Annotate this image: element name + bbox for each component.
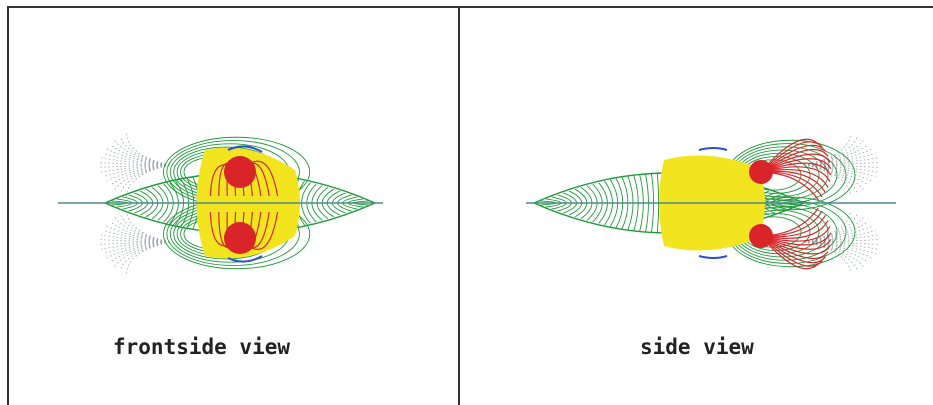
gray-field-line	[101, 235, 170, 242]
caption-side-view: side view	[640, 335, 754, 359]
gray-field-line	[110, 165, 170, 186]
gray-field-line	[106, 226, 170, 242]
blue-accent	[699, 148, 727, 150]
gray-field-line	[110, 242, 170, 263]
gray-field-line	[100, 240, 170, 242]
gray-field-line	[106, 165, 170, 181]
gray-field-line	[101, 158, 170, 165]
gray-field-line	[106, 149, 170, 165]
gray-field-line	[100, 242, 170, 244]
gray-field-line	[110, 221, 170, 242]
blue-accent	[699, 256, 727, 258]
gray-field-line	[101, 242, 170, 249]
gray-field-line	[100, 163, 170, 165]
gray-field-line	[110, 144, 170, 165]
gray-field-line	[100, 165, 170, 167]
panel-side: side view	[459, 0, 933, 405]
gray-field-line	[106, 242, 170, 258]
gray-field-line	[101, 165, 170, 172]
gray-field-line	[804, 165, 872, 181]
gray-field-line	[804, 140, 863, 165]
caption-frontside-view: frontside view	[113, 335, 290, 359]
panel-frontside: frontside view	[0, 0, 459, 405]
